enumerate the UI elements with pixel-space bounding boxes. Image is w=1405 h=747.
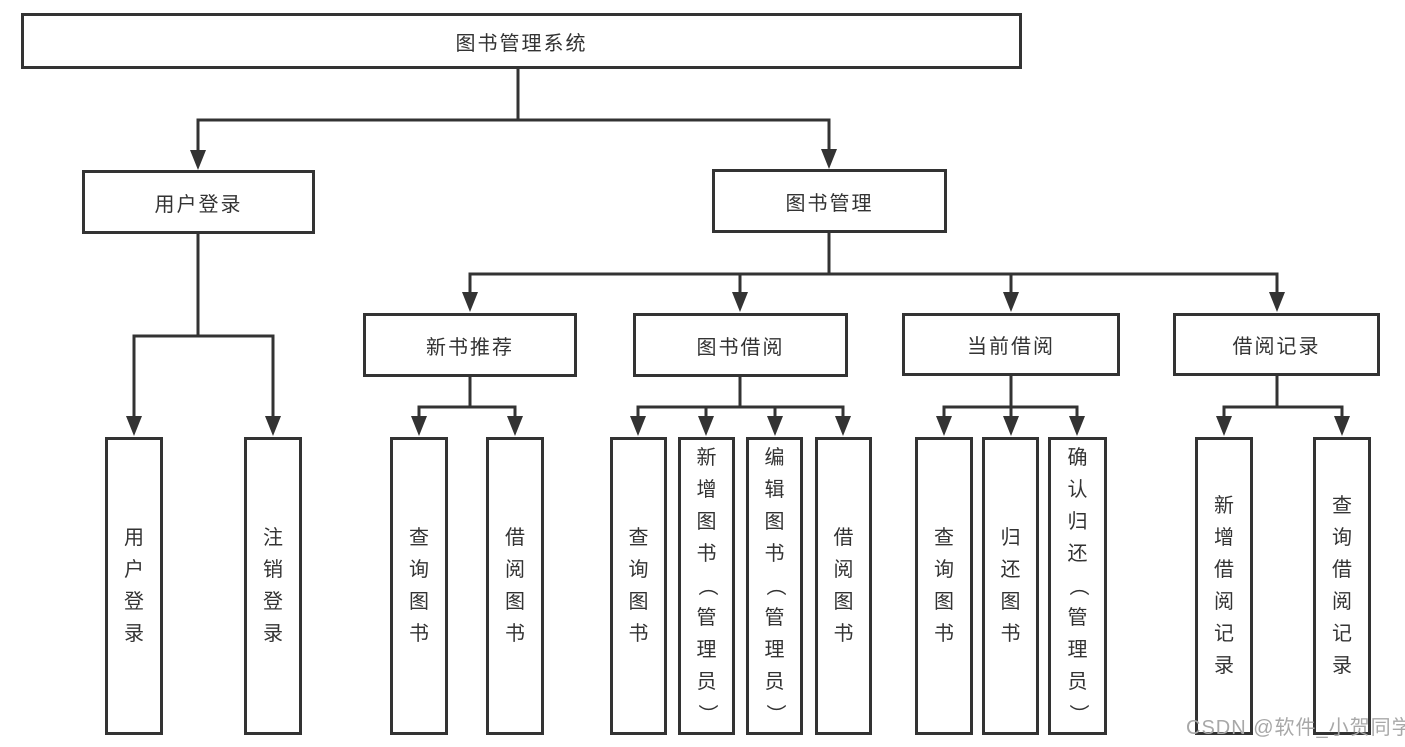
node-user-login: 用户登录 xyxy=(82,170,315,234)
leaf-query-books-recommend: 查询图书 xyxy=(390,437,448,735)
leaf-label: 归还图书 xyxy=(1000,527,1021,645)
leaf-label: 借阅图书 xyxy=(833,527,854,645)
leaf-borrow-books-recommend: 借阅图书 xyxy=(486,437,544,735)
connector-new-book-recommend-to-leaves xyxy=(411,377,523,436)
leaf-return-book: 归还图书 xyxy=(982,437,1039,735)
leaf-add-book-admin: 新增图书（管理员） xyxy=(678,437,735,735)
node-new-book-recommend: 新书推荐 xyxy=(363,313,577,377)
leaf-label: 编辑图书（管理员） xyxy=(763,447,786,724)
node-label: 图书管理系统 xyxy=(455,32,588,55)
leaf-borrow-books: 借阅图书 xyxy=(815,437,872,735)
csdn-watermark: CSDN @软件_小贺同学 xyxy=(1186,717,1405,739)
node-label: 用户登录 xyxy=(154,193,243,216)
node-label: 当前借阅 xyxy=(967,336,1055,358)
node-label: 新书推荐 xyxy=(426,336,514,359)
leaf-label: 确认归还（管理员） xyxy=(1066,447,1089,724)
connector-user-login-to-leaves xyxy=(126,234,281,436)
node-library-management-system: 图书管理系统 xyxy=(21,13,1022,69)
leaf-confirm-return-admin: 确认归还（管理员） xyxy=(1048,437,1107,735)
leaf-user-login: 用户登录 xyxy=(105,437,163,735)
leaf-query-borrow-record: 查询借阅记录 xyxy=(1313,437,1371,735)
leaf-query-books-borrow: 查询图书 xyxy=(610,437,667,735)
node-book-borrow: 图书借阅 xyxy=(633,313,848,377)
leaf-label: 注销登录 xyxy=(263,527,283,645)
node-label: 图书管理 xyxy=(785,192,874,215)
leaf-label: 查询图书 xyxy=(934,527,954,645)
leaf-label: 新增借阅记录 xyxy=(1214,495,1234,677)
connector-current-borrow-to-leaves xyxy=(936,376,1085,436)
leaf-label: 用户登录 xyxy=(124,527,144,645)
connector-borrow-records-to-leaves xyxy=(1216,376,1350,436)
leaf-label: 查询借阅记录 xyxy=(1332,495,1352,677)
connector-book-borrow-to-leaves xyxy=(630,377,851,436)
leaf-label: 查询图书 xyxy=(409,527,429,645)
node-current-borrow: 当前借阅 xyxy=(902,313,1120,376)
leaf-label: 查询图书 xyxy=(628,527,649,645)
connector-book-management-to-level3 xyxy=(462,233,1285,312)
leaf-query-books-current: 查询图书 xyxy=(915,437,973,735)
connector-root-to-level2 xyxy=(190,68,837,170)
leaf-add-borrow-record: 新增借阅记录 xyxy=(1195,437,1253,735)
leaf-label: 借阅图书 xyxy=(505,527,525,645)
leaf-edit-book-admin: 编辑图书（管理员） xyxy=(746,437,803,735)
leaf-logout: 注销登录 xyxy=(244,437,302,735)
node-label: 借阅记录 xyxy=(1232,336,1321,358)
leaf-label: 新增图书（管理员） xyxy=(695,447,718,724)
node-label: 图书借阅 xyxy=(696,336,785,359)
node-borrow-records: 借阅记录 xyxy=(1173,313,1380,376)
node-book-management: 图书管理 xyxy=(712,169,947,233)
